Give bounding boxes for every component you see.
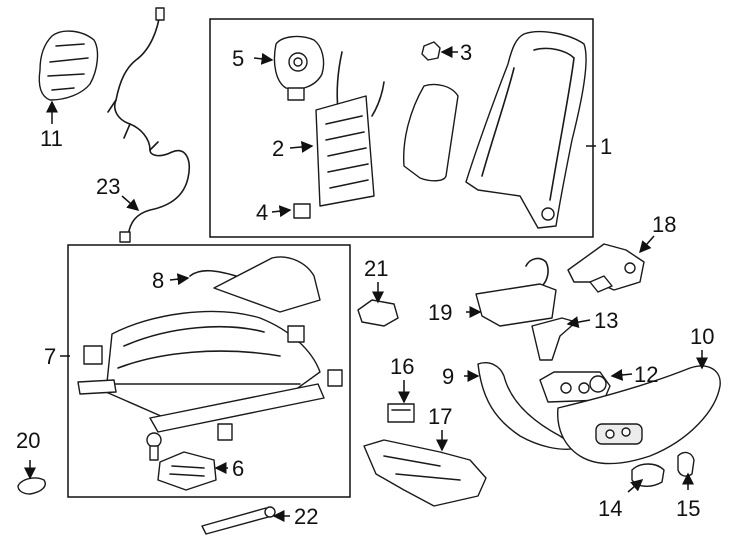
part-18-bracket — [567, 243, 645, 293]
callout-22: 22 — [294, 504, 318, 529]
seat-back-group-box — [209, 18, 594, 238]
callout-2: 2 — [272, 136, 284, 161]
part-3-nut — [421, 41, 441, 61]
part-15-knob — [677, 451, 695, 477]
part-12-adjuster-switch — [539, 371, 611, 403]
part-2-lumbar — [315, 51, 385, 207]
part-11-shield — [38, 30, 99, 101]
part-13-bracket — [531, 317, 577, 361]
part-17-track-bracket — [363, 439, 487, 507]
part-22-rod — [201, 506, 276, 535]
callout-1: 1 — [600, 134, 612, 159]
callout-5: 5 — [232, 46, 244, 71]
callout-20: 20 — [16, 428, 40, 453]
callout-14: 14 — [598, 496, 622, 521]
part-16-connector — [387, 403, 415, 423]
callout-16: 16 — [390, 354, 414, 379]
callout-18: 18 — [652, 212, 676, 237]
callout-19: 19 — [428, 300, 452, 325]
part-7-cushion-frame — [77, 256, 343, 461]
part-23-wire-harness — [107, 7, 190, 243]
part-4-clip — [293, 203, 311, 219]
part-19-bezel — [475, 257, 557, 327]
seat-back-pad — [402, 83, 459, 182]
callout-4: 4 — [256, 200, 268, 225]
callout-10: 10 — [690, 324, 714, 349]
callout-9: 9 — [442, 364, 454, 389]
part-21-bracket — [357, 299, 399, 327]
callout-21: 21 — [364, 256, 388, 281]
part-10-side-trim — [557, 365, 721, 465]
callout-13: 13 — [594, 308, 618, 333]
callout-6: 6 — [232, 456, 244, 481]
callout-11: 11 — [40, 126, 63, 151]
leader-lines — [24, 46, 708, 522]
callout-15: 15 — [676, 496, 700, 521]
callout-3: 3 — [460, 40, 472, 65]
callout-12: 12 — [634, 362, 658, 387]
part-14-knob — [631, 463, 665, 487]
part-6-module — [157, 451, 217, 491]
part-1-seatback-frame — [465, 30, 587, 229]
callout-7: 7 — [44, 344, 56, 369]
callout-8: 8 — [152, 268, 164, 293]
callout-17: 17 — [428, 404, 452, 429]
part-5-motor — [273, 35, 325, 101]
seat-cushion-group-box — [67, 244, 351, 498]
callout-23: 23 — [96, 174, 120, 199]
part-20-clip — [17, 477, 46, 495]
